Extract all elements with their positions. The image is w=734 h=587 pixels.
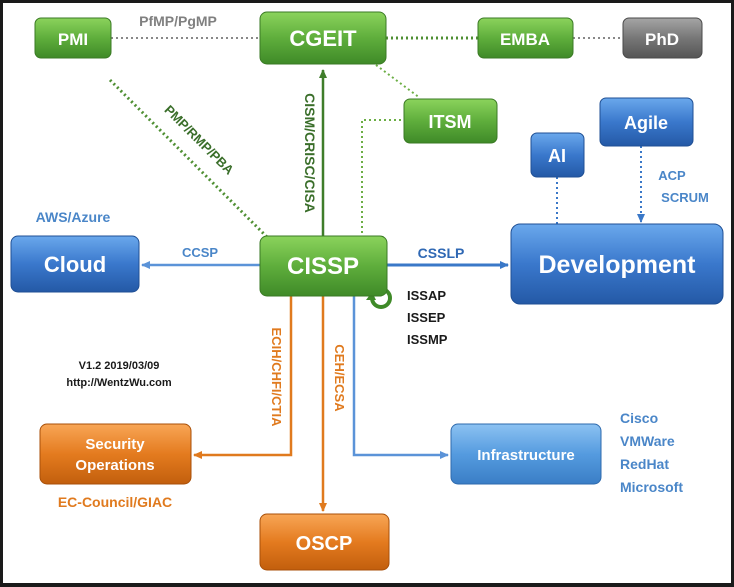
node-cgeit[interactable]: CGEIT [259, 11, 387, 65]
node-emba[interactable]: EMBA [477, 17, 574, 59]
node-development[interactable]: Development [510, 223, 724, 305]
node-ai[interactable]: AI [530, 132, 585, 178]
node-agile-label: Agile [624, 113, 668, 133]
node-itsm[interactable]: ITSM [403, 98, 498, 144]
label-ccsp: CCSP [182, 245, 218, 260]
label-website: http://WentzWu.com [66, 377, 172, 389]
node-security-operations-line2: Operations [75, 457, 154, 474]
label-csslp: CSSLP [418, 245, 465, 261]
node-oscp-label: OSCP [296, 533, 353, 555]
edge-cgeit-itsm [371, 61, 421, 99]
label-version: V1.2 2019/03/09 [79, 360, 160, 372]
edge-pmi-cissp [108, 78, 270, 240]
node-oscp[interactable]: OSCP [259, 513, 390, 571]
label-issmp: ISSMP [407, 332, 448, 347]
label-pfmp-pgmp: PfMP/PgMP [139, 13, 217, 29]
node-phd-label: PhD [645, 30, 679, 49]
node-pmi[interactable]: PMI [34, 17, 112, 59]
label-ec-council-giac: EC-Council/GIAC [58, 494, 172, 510]
label-issap: ISSAP [407, 288, 446, 303]
edge-cissp-itsm [361, 119, 404, 238]
node-security-operations-line1: Security [85, 436, 145, 453]
node-infrastructure[interactable]: Infrastructure [450, 423, 602, 485]
node-development-label: Development [539, 251, 697, 279]
edge-cissp-security-operations [193, 296, 293, 459]
node-cloud[interactable]: Cloud [10, 235, 140, 293]
label-cism-crisc-cisa: CISM/CRISC/CISA [302, 93, 318, 213]
label-vendor-vmware: VMWare [620, 433, 675, 449]
label-issep: ISSEP [407, 310, 446, 325]
edge-cissp-infrastructure [352, 296, 449, 459]
label-ecih-chfi-ctia: ECIH/CHFI/CTIA [269, 328, 284, 428]
node-emba-label: EMBA [500, 30, 550, 49]
node-agile[interactable]: Agile [599, 97, 694, 147]
node-ai-label: AI [548, 146, 566, 166]
label-vendor-microsoft: Microsoft [620, 479, 683, 495]
label-vendor-redhat: RedHat [620, 456, 669, 472]
node-phd[interactable]: PhD [622, 17, 703, 59]
node-cissp-label: CISSP [287, 253, 359, 280]
label-aws-azure: AWS/Azure [36, 209, 111, 225]
node-cissp[interactable]: CISSP [259, 235, 388, 297]
node-security-operations[interactable]: Security Operations [39, 423, 192, 485]
node-infrastructure-label: Infrastructure [477, 447, 575, 464]
node-cgeit-label: CGEIT [289, 26, 357, 51]
label-scrum: SCRUM [661, 190, 709, 205]
node-itsm-label: ITSM [429, 112, 472, 132]
node-cloud-label: Cloud [44, 252, 106, 277]
label-ceh-ecsa: CEH/ECSA [332, 344, 347, 412]
label-acp: ACP [658, 168, 686, 183]
node-pmi-label: PMI [58, 30, 88, 49]
label-vendor-cisco: Cisco [620, 410, 658, 426]
